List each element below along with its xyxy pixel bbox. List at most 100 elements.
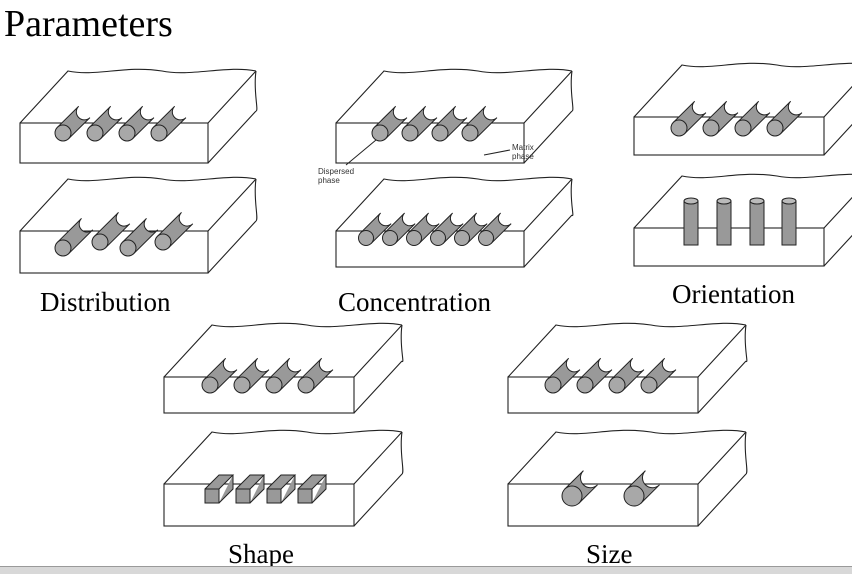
block-back-edge: [254, 178, 258, 222]
particle-end: [749, 197, 765, 205]
particle-end: [201, 376, 219, 394]
block-top-edge: [507, 429, 747, 485]
particle-end: [623, 485, 645, 507]
block-top-edge: [335, 68, 573, 124]
block-size-top: [507, 322, 748, 414]
block-top-edge: [633, 173, 852, 229]
block-front-face: [19, 122, 209, 164]
particle-end: [91, 233, 109, 251]
particle-end: [382, 230, 398, 246]
block-top-edge: [163, 429, 403, 485]
block-distribution-top: [19, 68, 258, 164]
dispersed-particle: [781, 200, 797, 246]
particle-end: [406, 230, 422, 246]
particle-end: [119, 239, 137, 257]
particle-end: [154, 233, 172, 251]
particle-end: [297, 376, 315, 394]
particle-end: [430, 230, 446, 246]
block-back-edge: [254, 70, 258, 112]
particle-end: [401, 124, 419, 142]
block-side-edge: [207, 178, 257, 274]
block-concentration-bottom: [335, 176, 574, 268]
particle-end: [544, 376, 562, 394]
dispersed-phase-arrow: [345, 139, 377, 166]
label-dispersed-phase: Dispersed phase: [318, 167, 355, 185]
particle-end: [265, 376, 283, 394]
bottom-scrollbar: [0, 566, 852, 574]
block-back-edge: [744, 324, 748, 362]
block-orientation-top: [633, 62, 852, 156]
block-side-edge: [523, 70, 573, 164]
particle-end: [150, 124, 168, 142]
block-side-edge: [697, 324, 747, 414]
label-size: Size: [586, 539, 633, 569]
block-front-face: [507, 376, 699, 414]
block-front-face: [163, 376, 355, 414]
dispersed-particle: [749, 200, 765, 246]
block-orientation-bottom: [633, 173, 852, 267]
particle-end: [608, 376, 626, 394]
particle-end: [716, 197, 732, 205]
block-distribution-bottom: [19, 176, 258, 274]
block-top-edge: [163, 322, 403, 378]
particle-end: [702, 119, 720, 137]
block-front-face: [507, 483, 699, 527]
particle-end: [233, 376, 251, 394]
particle-end: [561, 485, 583, 507]
particle-end: [454, 230, 470, 246]
block-top-edge: [507, 322, 747, 378]
dispersed-particle: [235, 474, 266, 504]
particle-end: [683, 197, 699, 205]
matrix-phase-arrow: [483, 149, 511, 156]
label-orientation: Orientation: [672, 279, 795, 309]
block-side-edge: [353, 324, 403, 414]
particle-end: [640, 376, 658, 394]
dispersed-particle: [204, 474, 235, 504]
block-shape-top: [163, 322, 404, 414]
particle-end: [371, 124, 389, 142]
particle-end: [576, 376, 594, 394]
block-concentration-top: [335, 68, 574, 164]
block-side-edge: [353, 431, 403, 527]
page-title: Parameters: [4, 3, 173, 45]
particle-end: [86, 124, 104, 142]
block-back-edge: [744, 431, 748, 475]
block-back-edge: [400, 431, 404, 475]
block-side-edge: [523, 178, 573, 268]
dispersed-particle: [297, 474, 328, 504]
particle-end: [54, 124, 72, 142]
block-front-face: [335, 122, 525, 164]
block-back-edge: [400, 324, 404, 362]
label-matrix-phase: Matrix phase: [512, 143, 534, 161]
dispersed-particle: [266, 474, 297, 504]
block-front-face: [633, 116, 825, 156]
label-shape: Shape: [228, 539, 294, 569]
block-back-edge: [570, 178, 574, 216]
dispersed-particle: [716, 200, 732, 246]
block-shape-bottom: [163, 429, 404, 527]
dispersed-particle: [683, 200, 699, 246]
particle-end: [478, 230, 494, 246]
block-side-edge: [823, 85, 852, 156]
label-distribution: Distribution: [40, 287, 171, 317]
particle-end: [118, 124, 136, 142]
block-back-edge: [570, 70, 574, 112]
particle-end: [670, 119, 688, 137]
block-side-edge: [823, 196, 852, 267]
label-concentration: Concentration: [338, 287, 491, 317]
particle-end: [461, 124, 479, 142]
particle-end: [734, 119, 752, 137]
block-size-bottom: [507, 429, 748, 527]
particle-end: [54, 239, 72, 257]
block-side-edge: [207, 70, 257, 164]
block-front-face: [163, 483, 355, 527]
particle-end: [358, 230, 374, 246]
block-top-edge: [19, 176, 257, 232]
particle-end: [431, 124, 449, 142]
particle-end: [766, 119, 784, 137]
particle-end: [781, 197, 797, 205]
block-top-edge: [633, 62, 852, 118]
block-top-edge: [335, 176, 573, 232]
block-top-edge: [19, 68, 257, 124]
